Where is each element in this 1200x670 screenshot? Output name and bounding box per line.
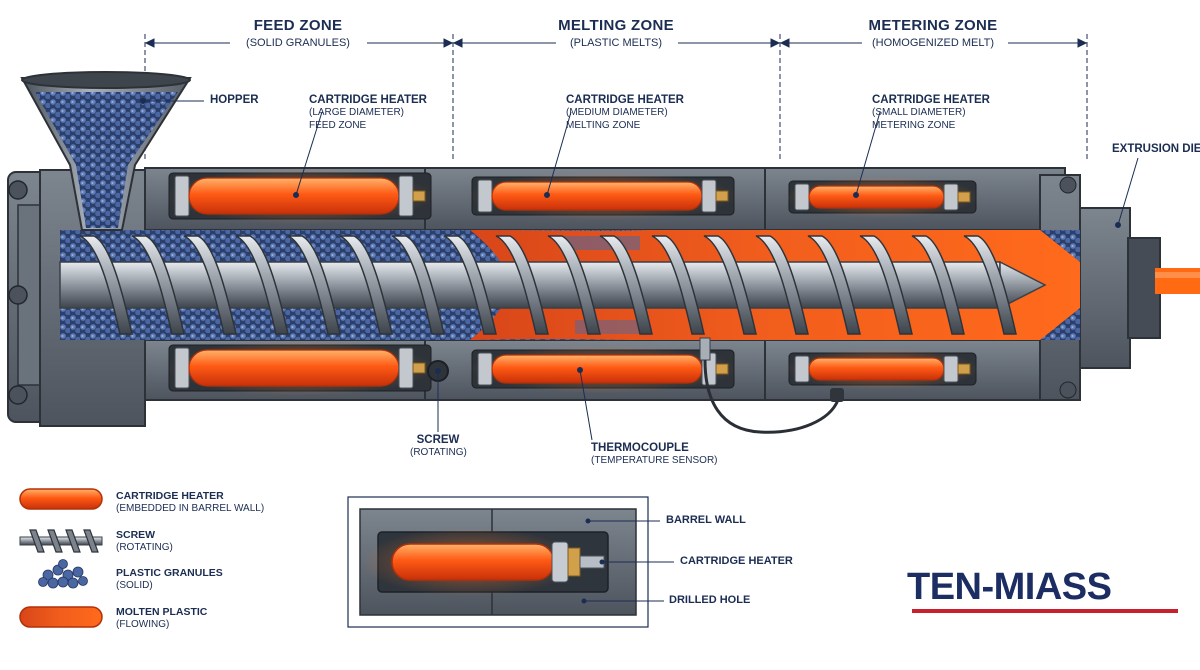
screw-flight: [183, 235, 237, 335]
heater-melt-line1: (MEDIUM DIAMETER): [566, 107, 668, 118]
screw-flight: [547, 235, 601, 335]
screw-flight: [339, 235, 393, 335]
screw-flight: [235, 235, 289, 335]
screw-callout: SCREW (ROTATING): [410, 434, 467, 459]
extrusion-die-label: EXTRUSION DIE: [1112, 143, 1200, 155]
zone-dimension-lines: [144, 34, 1088, 160]
extrusion-die-shape: [1079, 207, 1200, 369]
zone-feed-title: FEED ZONE: [253, 17, 343, 34]
heater-feed-line2: FEED ZONE: [309, 120, 367, 131]
zone-melting-title: MELTING ZONE: [558, 17, 674, 34]
legend-granules-title: PLASTIC GRANULES: [116, 567, 223, 579]
screw-flight: [599, 235, 653, 335]
screw-flight: [79, 235, 133, 335]
cartridge-heater: [165, 340, 435, 396]
detail-barrel-wall-label: BARREL WALL: [666, 514, 746, 526]
screw-callout-sub: (ROTATING): [410, 447, 467, 458]
heater-melt-title: CARTRIDGE HEATER: [566, 94, 684, 106]
detail-drilled-hole-label: DRILLED HOLE: [669, 594, 751, 606]
heater-feed-line1: (LARGE DIAMETER): [309, 107, 405, 118]
screw-shape: [59, 235, 1047, 335]
heater-melt-line2: MELTING ZONE: [566, 120, 641, 131]
screw-flight: [131, 235, 185, 335]
brand-underline: [912, 609, 1178, 613]
legend-heater-sub: (EMBEDDED IN BARREL WALL): [116, 503, 265, 514]
screw-callout-title: SCREW: [416, 434, 460, 446]
thermocouple-sub: (TEMPERATURE SENSOR): [591, 455, 718, 466]
legend-item-molten: MOLTEN PLASTIC (FLOWING): [116, 606, 207, 631]
cartridge-heater: [785, 176, 980, 218]
legend-screw-sub: (ROTATING): [116, 542, 173, 553]
zone-feed-subtitle: (SOLID GRANULES): [246, 37, 350, 49]
thermocouple-title: THERMOCOUPLE: [591, 442, 689, 454]
zone-melting-subtitle: (PLASTIC MELTS): [569, 37, 663, 49]
screw-flight: [755, 235, 809, 335]
screw-flight: [703, 235, 757, 335]
screw-flight: [859, 235, 913, 335]
legend-item-granules: PLASTIC GRANULES (SOLID): [116, 567, 223, 592]
cartridge-heater: [165, 168, 435, 224]
heater-meter-line1: (SMALL DIAMETER): [872, 107, 966, 118]
hopper-shape: [20, 71, 192, 231]
thermocouple-shape: [699, 337, 844, 434]
hopper-label: HOPPER: [210, 94, 259, 106]
heater-meter-callout: CARTRIDGE HEATER (SMALL DIAMETER) METERI…: [872, 94, 990, 132]
screw-flight: [391, 235, 445, 335]
cartridge-heater: [785, 348, 980, 390]
zone-metering-title: METERING ZONE: [868, 17, 998, 34]
zone-metering-subtitle: (HOMOGENIZED MELT): [871, 37, 994, 49]
screw-flight: [287, 235, 341, 335]
legend-molten-title: MOLTEN PLASTIC: [116, 606, 208, 618]
detail-inset: [347, 496, 674, 628]
leader-lines: [140, 98, 1139, 441]
heater-meter-line2: METERING ZONE: [872, 120, 956, 131]
legend-molten-sub: (FLOWING): [116, 619, 170, 630]
screw-flight: [495, 235, 549, 335]
screw-flight: [911, 235, 965, 335]
legend-icons: [19, 488, 103, 628]
screw-flight: [963, 235, 1017, 335]
legend-screw-title: SCREW: [116, 529, 156, 541]
legend-item-screw: SCREW (ROTATING): [116, 529, 173, 554]
brand-logo: TEN-MIASS: [907, 566, 1112, 608]
legend-item-heater: CARTRIDGE HEATER (EMBEDDED IN BARREL WAL…: [116, 490, 264, 515]
heater-meter-title: CARTRIDGE HEATER: [872, 94, 990, 106]
legend-heater-title: CARTRIDGE HEATER: [116, 490, 224, 502]
detail-heater-label: CARTRIDGE HEATER: [680, 555, 793, 567]
heater-feed-title: CARTRIDGE HEATER: [309, 94, 427, 106]
thermocouple-callout: THERMOCOUPLE (TEMPERATURE SENSOR): [591, 442, 718, 467]
heater-feed-callout: CARTRIDGE HEATER (LARGE DIAMETER) FEED Z…: [309, 94, 427, 132]
screw-flight: [443, 235, 497, 335]
screw-flight: [651, 235, 705, 335]
cartridge-heater: [468, 172, 738, 220]
screw-flight: [807, 235, 861, 335]
legend-granules-sub: (SOLID): [116, 580, 153, 591]
heater-melt-callout: CARTRIDGE HEATER (MEDIUM DIAMETER) MELTI…: [566, 94, 684, 132]
cartridge-heater: [468, 345, 738, 393]
